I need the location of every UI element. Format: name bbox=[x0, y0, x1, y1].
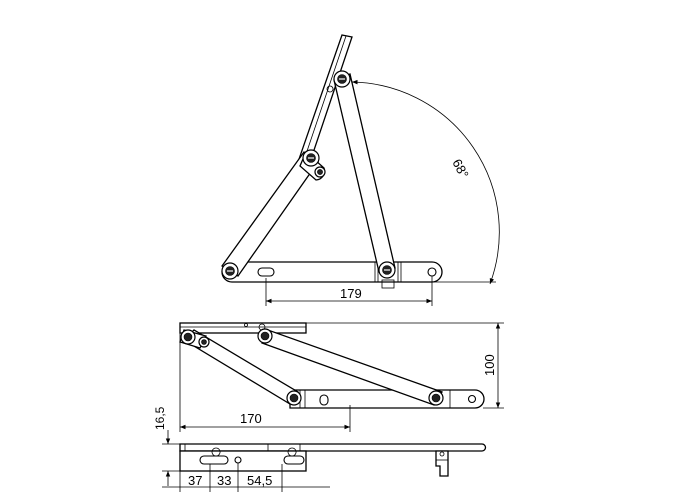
pivot-screw-sash-mid bbox=[302, 149, 320, 167]
long-arm bbox=[333, 73, 396, 273]
closed-screw-4 bbox=[286, 390, 302, 406]
closed-screw-2 bbox=[198, 336, 210, 348]
dimension-hole-spacing: 37 33 54,5 bbox=[162, 463, 330, 492]
base-slot bbox=[257, 267, 275, 277]
closed-screw-3 bbox=[257, 328, 273, 344]
dimension-170-label: 170 bbox=[240, 411, 262, 426]
pivot-screw-sash-top bbox=[333, 70, 351, 88]
dimension-100: 100 bbox=[306, 322, 504, 409]
closed-hinge-view: 100 170 bbox=[179, 322, 504, 432]
dimension-170: 170 bbox=[179, 333, 351, 432]
pivot-screw-base-left bbox=[221, 262, 239, 280]
base-plate-closed bbox=[289, 389, 485, 409]
profile-view: 16,5 37 33 54,5 bbox=[153, 406, 487, 492]
dimension-16-5-label: 16,5 bbox=[153, 406, 167, 430]
base-plate bbox=[221, 261, 443, 283]
dimension-33-label: 33 bbox=[217, 473, 231, 488]
closed-screw-1 bbox=[180, 329, 196, 345]
pivot-screw-link bbox=[314, 166, 326, 178]
sash-plate-closed bbox=[179, 322, 307, 334]
dimension-16-5: 16,5 bbox=[153, 406, 180, 486]
lower-arm bbox=[221, 151, 319, 277]
angle-arc bbox=[351, 79, 500, 285]
pivot-screw-base-right bbox=[378, 261, 396, 279]
closed-screw-5 bbox=[428, 390, 444, 406]
angle-label: 68° bbox=[449, 156, 471, 180]
profile-end-bracket bbox=[435, 450, 449, 477]
dimension-179: 179 bbox=[265, 276, 433, 306]
dimension-179-label: 179 bbox=[340, 286, 362, 301]
dimension-54-5-label: 54,5 bbox=[247, 473, 272, 488]
dimension-37-label: 37 bbox=[188, 473, 202, 488]
open-hinge-view: 68° 179 bbox=[221, 34, 500, 306]
profile-bar bbox=[179, 443, 487, 452]
base-end-hole bbox=[427, 267, 437, 277]
dimension-100-label: 100 bbox=[482, 354, 497, 376]
